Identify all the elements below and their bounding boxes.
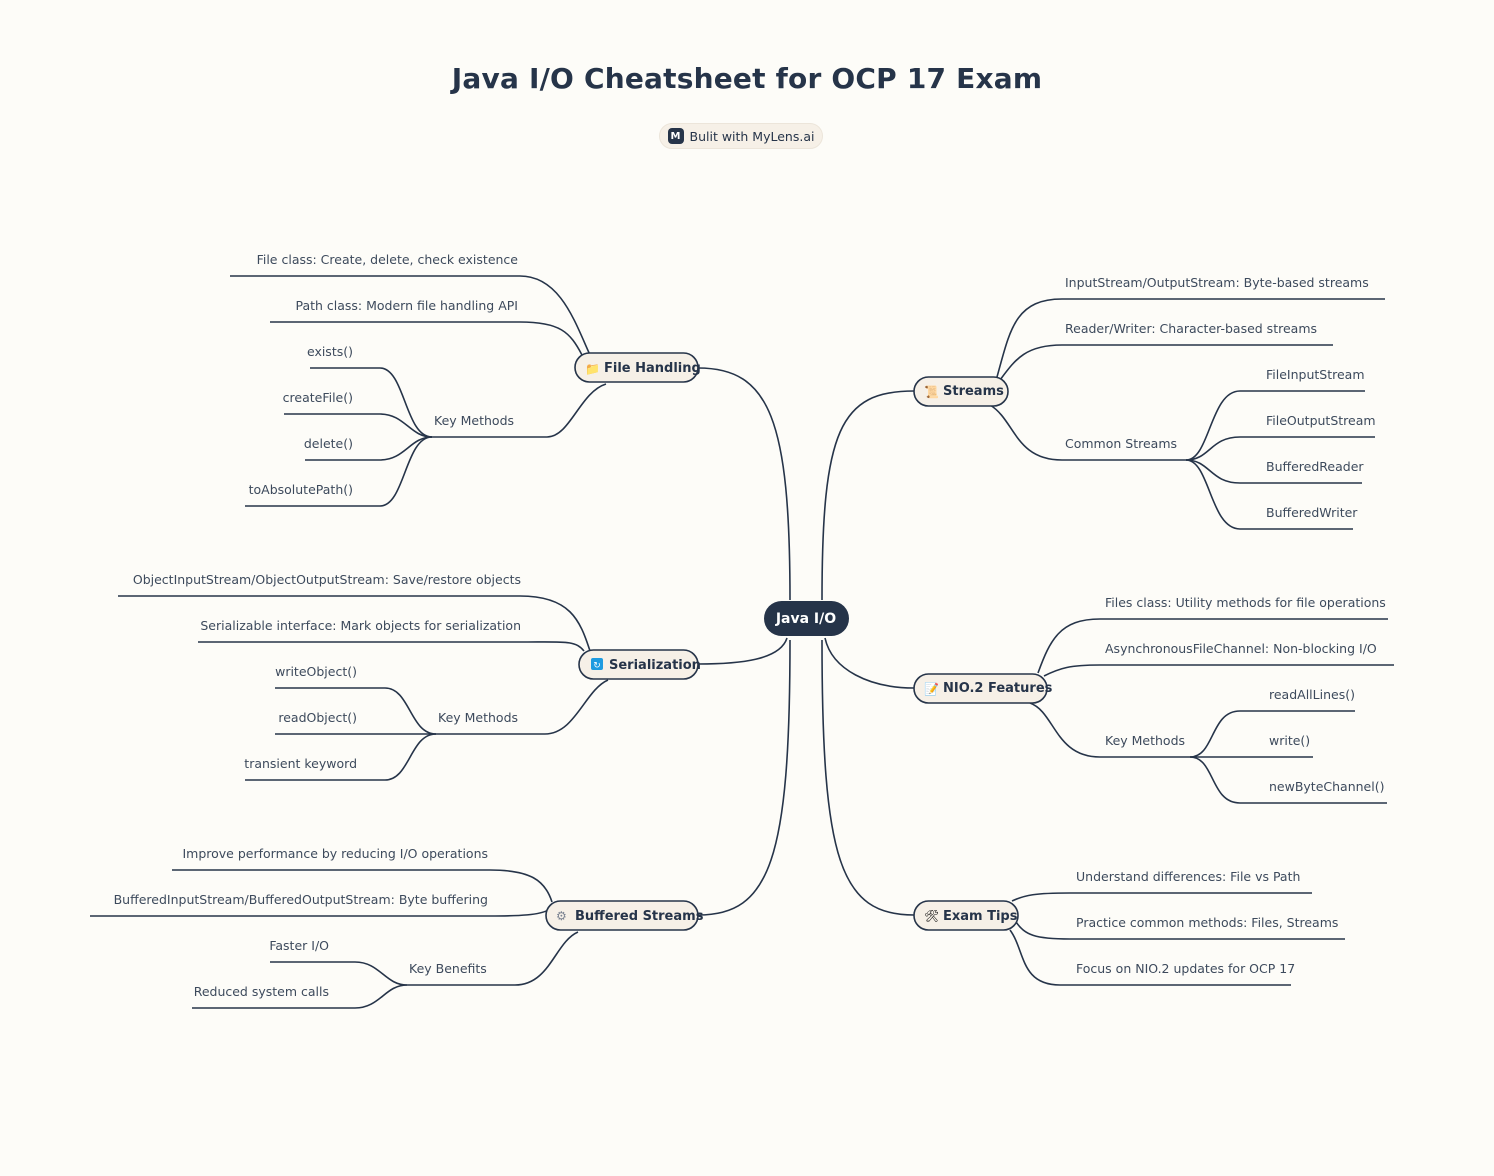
topic-node-serialization[interactable]: ↻ Serialization (578, 649, 701, 680)
benefit-item: Reduced system calls (194, 984, 329, 999)
stream-item: BufferedReader (1266, 459, 1364, 474)
topic-label: Buffered Streams (575, 909, 704, 924)
built-with-badge[interactable]: M Bulit with MyLens.ai (659, 123, 823, 149)
gear-icon: ⚙ (556, 909, 567, 923)
leaf-item: BufferedInputStream/BufferedOutputStream… (114, 892, 488, 907)
method-item: newByteChannel() (1269, 779, 1384, 794)
branch-nio2: 📝 NIO.2 Features Files class: Utility me… (913, 595, 1394, 804)
topic-label: Serialization (609, 658, 701, 673)
method-item: exists() (307, 344, 353, 359)
leaf-item: Focus on NIO.2 updates for OCP 17 (1076, 961, 1295, 976)
group-label: Key Methods (434, 413, 514, 428)
method-item: write() (1269, 733, 1310, 748)
mylens-logo-icon: M (667, 128, 684, 144)
root-node[interactable]: Java I/O (764, 601, 849, 636)
branch-exam-tips: 🛠 Exam Tips Understand differences: File… (913, 869, 1345, 986)
method-item: readAllLines() (1269, 687, 1355, 702)
leaf-item: InputStream/OutputStream: Byte-based str… (1065, 275, 1369, 290)
stream-item: BufferedWriter (1266, 505, 1358, 520)
root-connectors (697, 367, 915, 916)
branch-buffered-streams: ⚙ Buffered Streams Improve performance b… (90, 846, 704, 1009)
badge-text: Bulit with MyLens.ai (689, 128, 815, 144)
branch-serialization: ↻ Serialization ObjectInputStream/Object… (118, 572, 701, 781)
topic-label: Exam Tips (943, 909, 1018, 924)
topic-label: File Handling (604, 361, 701, 376)
method-item: createFile() (283, 390, 353, 405)
topic-node-exam-tips[interactable]: 🛠 Exam Tips (913, 900, 1019, 931)
group-label: Key Benefits (409, 961, 487, 976)
method-item: toAbsolutePath() (249, 482, 353, 497)
leaf-item: ObjectInputStream/ObjectOutputStream: Sa… (133, 572, 521, 587)
stream-item: FileOutputStream (1266, 413, 1376, 428)
leaf-item: Understand differences: File vs Path (1076, 869, 1300, 884)
topic-label: NIO.2 Features (943, 681, 1053, 696)
root-label: Java I/O (775, 611, 836, 627)
method-item: writeObject() (275, 664, 357, 679)
folder-icon: 📁 (585, 362, 600, 376)
leaf-item: Improve performance by reducing I/O oper… (182, 846, 488, 861)
branch-file-handling: 📁 File Handling File class: Create, dele… (230, 252, 701, 507)
page-title: Java I/O Cheatsheet for OCP 17 Exam (451, 62, 1043, 95)
group-label: Common Streams (1065, 436, 1177, 451)
topic-label: Streams (943, 384, 1004, 399)
topic-node-file-handling[interactable]: 📁 File Handling (574, 352, 701, 383)
branch-streams: 📜 Streams InputStream/OutputStream: Byte… (913, 275, 1385, 530)
stream-item: FileInputStream (1266, 367, 1365, 382)
leaf-item: File class: Create, delete, check existe… (257, 252, 519, 267)
sync-icon (591, 658, 603, 670)
leaf-item: Serializable interface: Mark objects for… (200, 618, 521, 633)
memo-icon: 📝 (924, 682, 939, 696)
topic-node-streams[interactable]: 📜 Streams (913, 376, 1009, 407)
leaf-item: Path class: Modern file handling API (295, 298, 518, 313)
leaf-item: Reader/Writer: Character-based streams (1065, 321, 1317, 336)
scroll-icon: 📜 (924, 385, 939, 399)
group-label: Key Methods (1105, 733, 1185, 748)
method-item: transient keyword (244, 756, 357, 771)
method-item: delete() (304, 436, 353, 451)
tools-icon: 🛠 (924, 909, 939, 923)
leaf-item: Practice common methods: Files, Streams (1076, 915, 1338, 930)
topic-node-nio2[interactable]: 📝 NIO.2 Features (913, 673, 1053, 704)
topic-node-buffered-streams[interactable]: ⚙ Buffered Streams (545, 900, 704, 931)
svg-text:↻: ↻ (593, 661, 601, 671)
leaf-item: Files class: Utility methods for file op… (1105, 595, 1386, 610)
group-label: Key Methods (438, 710, 518, 725)
leaf-item: AsynchronousFileChannel: Non-blocking I/… (1105, 641, 1377, 656)
method-item: readObject() (278, 710, 357, 725)
benefit-item: Faster I/O (269, 938, 329, 953)
